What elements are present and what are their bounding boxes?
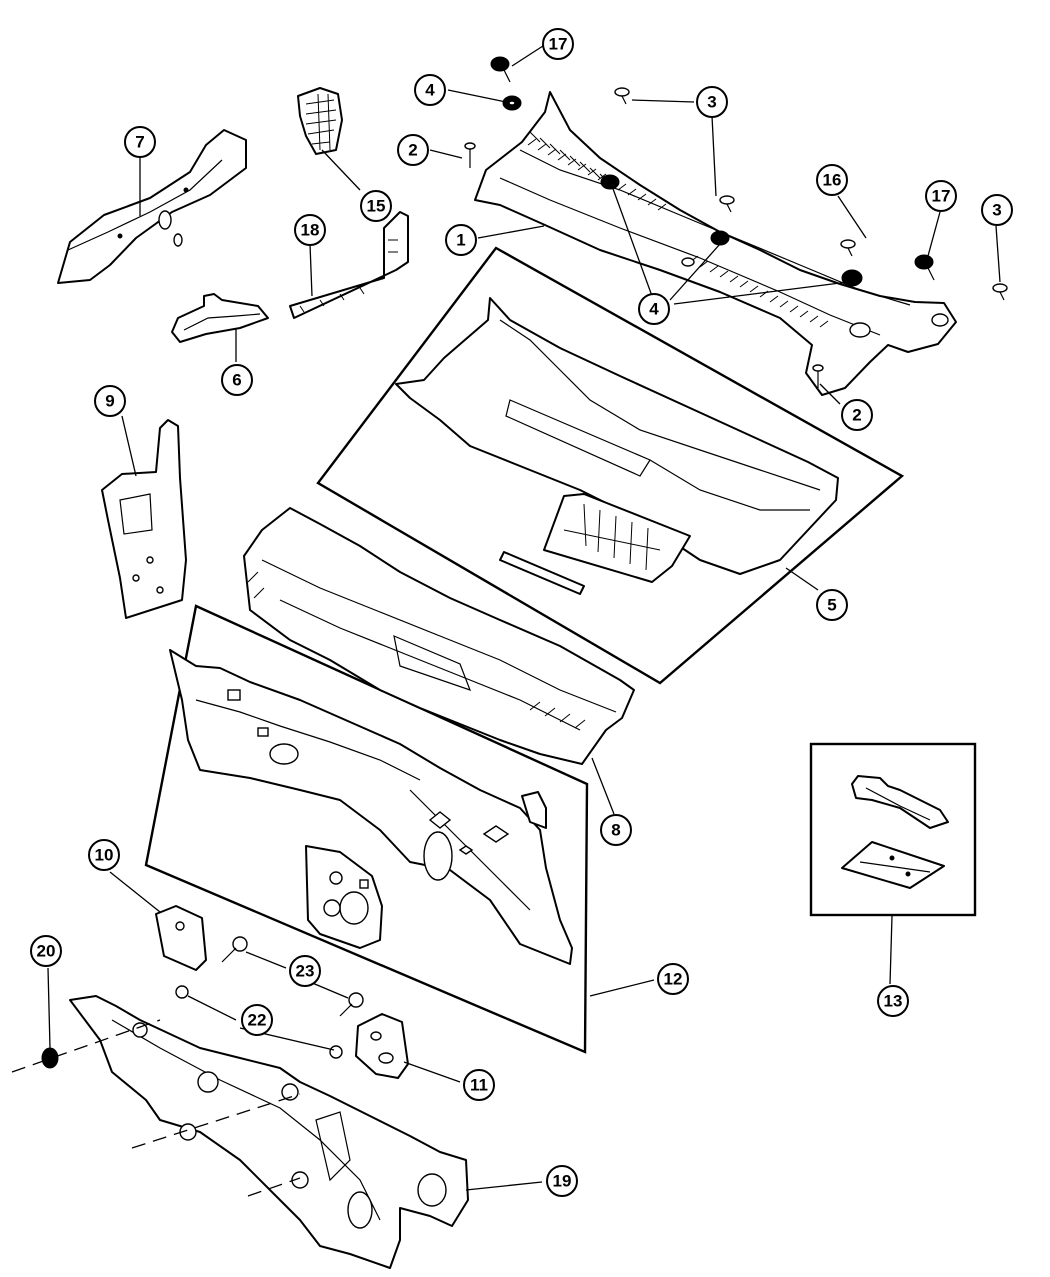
callout-2-top: 2	[397, 134, 429, 166]
callout-9: 9	[94, 385, 126, 417]
svg-text:22: 22	[248, 1011, 267, 1030]
group-box-13	[809, 742, 977, 917]
part-6-bracket	[171, 293, 269, 343]
callout-15: 15	[360, 190, 392, 222]
svg-text:2: 2	[408, 141, 417, 160]
part-13-brackets	[841, 775, 949, 889]
callout-17-right: 17	[925, 180, 957, 212]
svg-text:1: 1	[456, 231, 465, 250]
callout-4-top: 4	[414, 74, 446, 106]
fasteners-lower	[41, 936, 364, 1069]
callout-10: 10	[88, 839, 120, 871]
part-7-bracket	[57, 129, 247, 284]
svg-text:11: 11	[470, 1076, 488, 1095]
callout-20: 20	[30, 935, 62, 967]
svg-text:2: 2	[852, 406, 861, 425]
svg-text:8: 8	[611, 821, 620, 840]
group-box-12	[144, 604, 589, 1054]
svg-text:17: 17	[932, 187, 951, 206]
callout-1: 1	[445, 224, 477, 256]
part-10-pad	[155, 905, 207, 971]
callout-4-middle: 4	[638, 293, 670, 325]
callout-18: 18	[294, 214, 326, 246]
callout-3-right: 3	[981, 194, 1013, 226]
part-8-dash-panel	[243, 507, 635, 765]
callout-3-top: 3	[696, 86, 728, 118]
callout-2-right: 2	[841, 399, 873, 431]
callout-13: 13	[877, 985, 909, 1017]
callout-5: 5	[816, 589, 848, 621]
install-lines	[11, 1019, 301, 1197]
leader-lines	[47, 43, 1001, 1191]
svg-text:9: 9	[105, 392, 114, 411]
callout-12: 12	[657, 963, 689, 995]
svg-text:10: 10	[95, 846, 114, 865]
callout-6: 6	[221, 364, 253, 396]
part-15-vent-grille	[297, 87, 343, 155]
svg-text:4: 4	[425, 81, 435, 100]
svg-text:3: 3	[992, 201, 1001, 220]
part-11-pad	[355, 1013, 409, 1079]
svg-text:3: 3	[707, 93, 716, 112]
svg-text:15: 15	[367, 197, 386, 216]
svg-text:16: 16	[823, 171, 842, 190]
svg-text:5: 5	[827, 596, 836, 615]
callout-22: 22	[241, 1004, 273, 1036]
svg-text:20: 20	[37, 942, 56, 961]
svg-text:6: 6	[232, 371, 241, 390]
part-5-plenum-panel	[395, 297, 839, 595]
svg-text:13: 13	[884, 992, 903, 1011]
callout-7: 7	[124, 126, 156, 158]
callout-16: 16	[816, 164, 848, 196]
svg-text:17: 17	[549, 35, 568, 54]
callout-8: 8	[600, 814, 632, 846]
svg-text:18: 18	[301, 221, 320, 240]
part-9-pillar	[101, 419, 187, 619]
svg-text:7: 7	[135, 133, 144, 152]
part-19-dash-silencer	[69, 995, 469, 1269]
svg-text:4: 4	[649, 300, 659, 319]
callout-23: 23	[289, 955, 321, 987]
svg-text:19: 19	[553, 1172, 572, 1191]
group-box-5	[316, 246, 905, 685]
part-18-seal-strip	[289, 211, 409, 319]
svg-text:12: 12	[664, 970, 683, 989]
callout-17-top: 17	[542, 28, 574, 60]
svg-text:23: 23	[296, 962, 315, 981]
fasteners-top	[464, 56, 1008, 388]
part-12-firewall	[169, 649, 573, 965]
callout-11: 11	[463, 1069, 495, 1101]
callout-19: 19	[546, 1165, 578, 1197]
